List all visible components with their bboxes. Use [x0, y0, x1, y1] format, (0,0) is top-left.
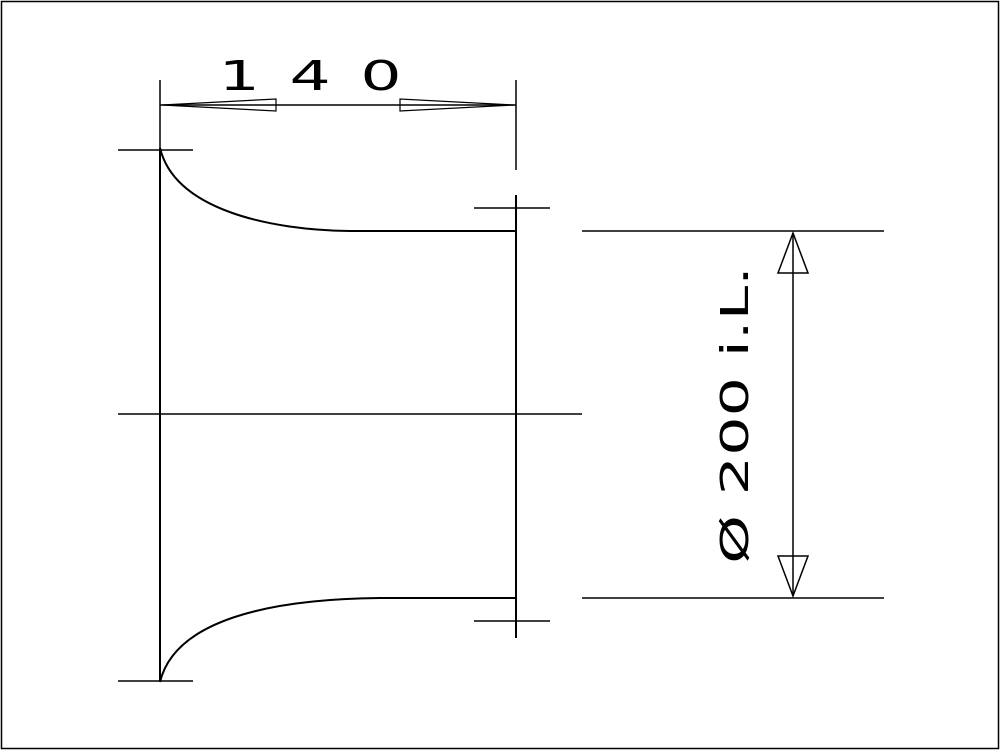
- diameter-dimension: [582, 230, 884, 599]
- width-dimension: [159, 80, 517, 170]
- width-arrow-left: [161, 98, 277, 112]
- width-arrow-right: [399, 98, 515, 112]
- upper-flare-curve: [159, 147, 516, 232]
- width-dimension-label: 140: [219, 52, 432, 99]
- corner-markers: [118, 149, 550, 682]
- diameter-arrow-bottom: [776, 555, 810, 599]
- lower-flare-curve: [159, 597, 516, 683]
- diameter-arrow-top: [776, 230, 810, 274]
- diameter-dimension-label: Ø 200 i.L.: [713, 266, 758, 564]
- part-outline: [159, 147, 517, 683]
